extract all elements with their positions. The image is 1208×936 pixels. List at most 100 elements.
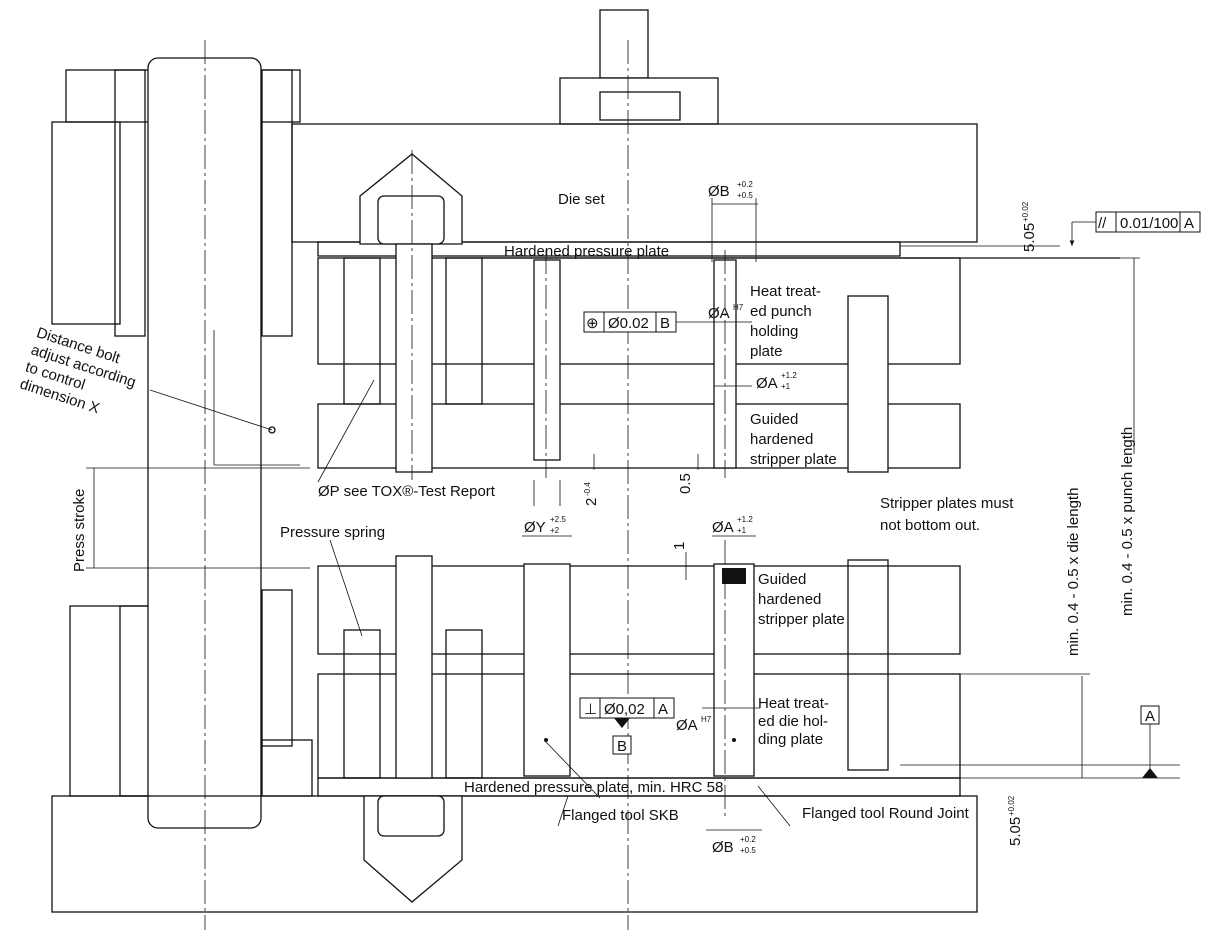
stripper-plate-bottom	[317, 565, 961, 655]
lower-die-set-plate	[51, 795, 978, 913]
stripper-plates-note: Stripper plates must not bottom out.	[880, 495, 1014, 534]
dimension-lines	[86, 198, 1180, 831]
svg-text:Heat treat-: Heat treat-	[758, 695, 829, 712]
punch-round-joint	[713, 250, 737, 478]
die-round-joint	[713, 563, 755, 777]
punch-skb	[533, 250, 561, 478]
svg-text:ding plate: ding plate	[758, 731, 823, 748]
svg-text:hardened: hardened	[758, 591, 821, 608]
dim-05: 0.5	[677, 473, 694, 494]
guide-pillar-right	[847, 295, 889, 771]
dim-2: 2 -0.4	[583, 482, 600, 506]
svg-text:5.05: 5.05	[1007, 817, 1024, 846]
die-holding-plate-label: Heat treat- ed die hol- ding plate	[758, 695, 829, 748]
position-tolerance-frame: ⊕ Ø0.02 B	[583, 311, 706, 333]
punch-holding-plate	[317, 257, 961, 365]
svg-text:Ø0,02: Ø0,02	[604, 701, 645, 718]
svg-text:⊥: ⊥	[584, 701, 597, 718]
svg-text:plate: plate	[750, 343, 783, 360]
svg-text:Guided: Guided	[750, 411, 798, 428]
svg-text:A: A	[1145, 708, 1155, 725]
svg-text:B: B	[617, 738, 627, 755]
svg-text:A: A	[658, 701, 668, 718]
svg-text:ØB: ØB	[708, 183, 730, 200]
ob-top-dimension: ØB +0.2 +0.5	[708, 180, 753, 200]
flanged-tool-round-joint-label: Flanged tool Round Joint	[802, 805, 970, 822]
dim-505-bottom: 5.05 +0.02	[1007, 795, 1024, 846]
svg-text:ØA: ØA	[676, 717, 698, 734]
hardened-pressure-plate-min-label: Hardened pressure plate, min. HRC 58	[464, 779, 723, 796]
svg-text:0.01/100: 0.01/100	[1120, 215, 1178, 232]
oa-h7-top-dimension: ØA H7	[708, 303, 744, 322]
perpendicularity-tolerance-frame: ⊥ Ø0,02 A	[579, 697, 675, 719]
svg-text:ed punch: ed punch	[750, 303, 812, 320]
stripper-plate-top-label: Guided hardened stripper plate	[750, 411, 837, 468]
svg-text:ed die hol-: ed die hol-	[758, 713, 828, 730]
svg-text:5.05: 5.05	[1021, 223, 1038, 252]
flanged-tool-skb-label: Flanged tool SKB	[562, 807, 679, 824]
svg-text:+1: +1	[737, 526, 747, 535]
svg-text:B: B	[660, 315, 670, 332]
svg-text:Heat treat-: Heat treat-	[750, 283, 821, 300]
die-skb	[523, 563, 571, 777]
datum-b: B	[612, 718, 632, 755]
svg-text:H7: H7	[701, 715, 712, 724]
oa-top-dimension: ØA +1.2 +1	[756, 371, 797, 392]
lower-stripper-bolt	[363, 555, 463, 903]
oa-h7-bottom-dimension: ØA H7	[676, 715, 712, 734]
svg-text:Ø0.02: Ø0.02	[608, 315, 649, 332]
svg-text:+1: +1	[781, 382, 791, 391]
min-punch-length-label: min. 0.4 - 0.5 x punch length	[1119, 427, 1136, 616]
upper-springs	[343, 257, 483, 405]
svg-text:+2: +2	[550, 526, 560, 535]
svg-text:stripper plate: stripper plate	[758, 611, 845, 628]
svg-text:+0.5: +0.5	[740, 846, 756, 855]
parallelism-tolerance-frame: // 0.01/100 A	[1095, 211, 1201, 233]
pressure-spring-label: Pressure spring	[280, 524, 385, 541]
svg-text:+0.5: +0.5	[737, 191, 753, 200]
guide-column	[147, 40, 300, 930]
svg-text:not bottom out.: not bottom out.	[880, 517, 980, 534]
svg-text:hardened: hardened	[750, 431, 813, 448]
die-set-label: Die set	[558, 191, 606, 208]
svg-text:+0.2: +0.2	[737, 180, 753, 189]
svg-text:+0.02: +0.02	[1007, 795, 1016, 816]
shank	[559, 9, 719, 125]
hardened-pressure-plate-label: Hardened pressure plate	[504, 243, 669, 260]
svg-text:ØA: ØA	[712, 519, 734, 536]
svg-text:-0.4: -0.4	[583, 482, 592, 496]
lower-springs	[343, 629, 483, 779]
svg-text:+1.2: +1.2	[737, 515, 753, 524]
min-die-length-label: min. 0.4 - 0.5 x die length	[1065, 488, 1082, 656]
oa-bottom-dimension: ØA +1.2 +1	[712, 515, 753, 536]
op-tox-label: ØP see TOX®-Test Report	[318, 483, 496, 500]
upper-stripper-bolt	[359, 150, 463, 480]
svg-text:ØY: ØY	[524, 519, 546, 536]
distance-bolt-label: Distance bolt adjust according to contro…	[18, 324, 138, 417]
oy-dimension: ØY +2.5 +2	[524, 515, 566, 536]
ob-bottom-dimension: ØB +0.2 +0.5	[712, 835, 756, 856]
dim-1: 1	[671, 542, 688, 550]
datum-a: A	[1140, 705, 1160, 725]
stripper-plate-top	[317, 403, 961, 469]
punch-holding-plate-label: Heat treat- ed punch holding plate	[750, 283, 821, 360]
svg-text:+2.5: +2.5	[550, 515, 566, 524]
stripper-plate-bottom-label: Guided hardened stripper plate	[758, 571, 845, 628]
dim-505-top: 5.05 +0.02	[1021, 201, 1038, 252]
svg-text:holding: holding	[750, 323, 798, 340]
svg-text:+0.02: +0.02	[1021, 201, 1030, 222]
svg-text://: //	[1098, 215, 1107, 232]
svg-text:+1.2: +1.2	[781, 371, 797, 380]
svg-text:ØA: ØA	[708, 305, 730, 322]
svg-text:stripper plate: stripper plate	[750, 451, 837, 468]
press-stroke-label: Press stroke	[71, 489, 88, 572]
svg-text:A: A	[1184, 215, 1194, 232]
svg-text:Stripper plates must: Stripper plates must	[880, 495, 1014, 512]
svg-text:ØB: ØB	[712, 839, 734, 856]
svg-text:H7: H7	[733, 303, 744, 312]
svg-text:+0.2: +0.2	[740, 835, 756, 844]
svg-text:⊕: ⊕	[586, 315, 599, 332]
svg-text:2: 2	[583, 498, 600, 506]
svg-text:Guided: Guided	[758, 571, 806, 588]
